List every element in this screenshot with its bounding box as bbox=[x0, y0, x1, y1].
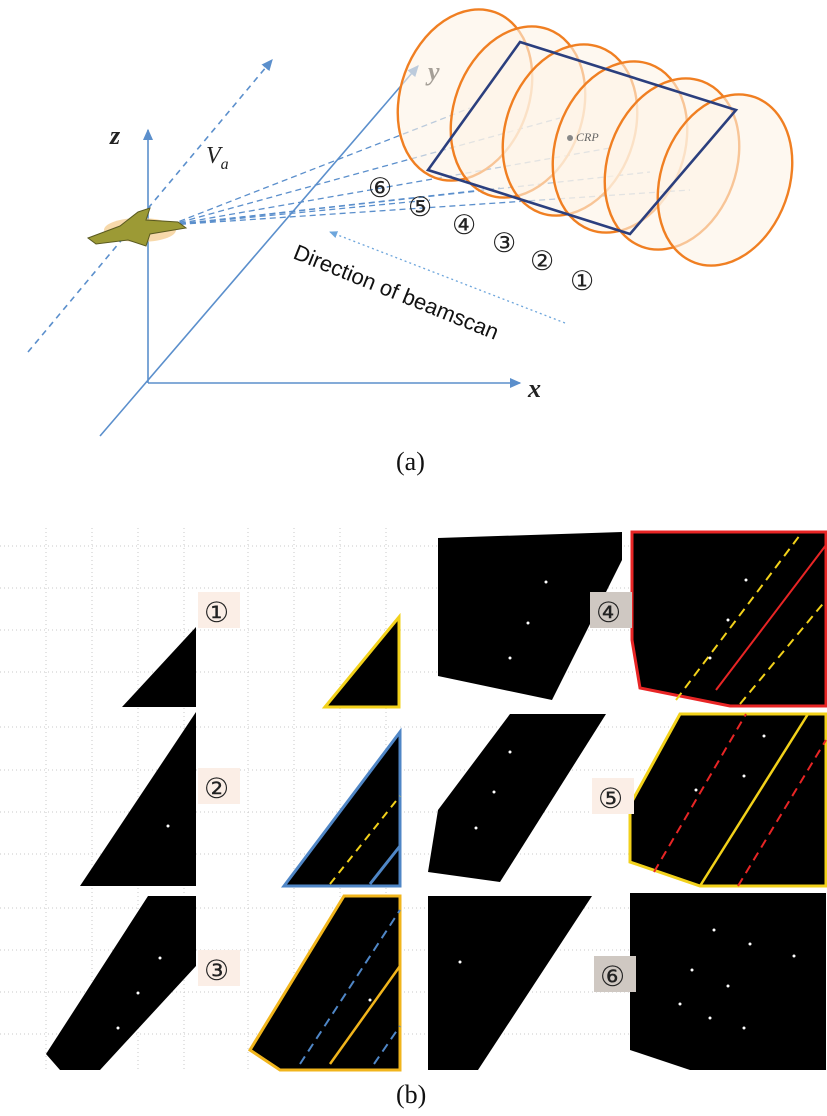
beamscan-direction-arrow bbox=[329, 231, 566, 324]
beam-marker-1: ① bbox=[570, 266, 594, 296]
caption-b: (b) bbox=[396, 1080, 426, 1109]
scene-2-right bbox=[280, 727, 402, 888]
velocity-label: Va bbox=[206, 143, 229, 173]
crp-point bbox=[567, 135, 573, 141]
scene-marker-5: ⑤ bbox=[598, 784, 623, 815]
scene-4-left bbox=[438, 532, 622, 700]
aircraft-icon bbox=[86, 207, 188, 247]
scene-1-right bbox=[321, 612, 401, 709]
beam-footprints bbox=[396, 8, 794, 267]
scene-3-right bbox=[247, 894, 402, 1072]
velocity-track-line bbox=[27, 59, 273, 353]
scene-marker-2: ② bbox=[204, 774, 229, 805]
y-axis bbox=[99, 65, 419, 437]
beamscan-direction-label: Direction of beamscan bbox=[290, 239, 502, 344]
scene-markers: ① ② ③ ④ ⑤ ⑥ bbox=[198, 592, 636, 993]
x-axis-label: x bbox=[527, 374, 541, 403]
beam-marker-5: ⑤ bbox=[408, 192, 432, 222]
scene-marker-6: ⑥ bbox=[600, 962, 625, 993]
crp-label: CRP bbox=[576, 130, 599, 144]
scene-5-right bbox=[628, 712, 827, 888]
panel-b: ① ② ③ ④ ⑤ ⑥ (b) bbox=[0, 528, 827, 1109]
beam-marker-2: ② bbox=[530, 246, 554, 276]
footprint-1 bbox=[656, 93, 794, 267]
panel-a: z y x Va Direction of beamscan bbox=[27, 8, 794, 476]
caption-a: (a) bbox=[396, 447, 425, 476]
beam-marker-4: ④ bbox=[452, 210, 476, 240]
scene-marker-1: ① bbox=[204, 598, 229, 629]
scatter-points bbox=[116, 578, 796, 1030]
beam-markers: ⑥ ⑤ ④ ③ ② ① bbox=[368, 173, 594, 296]
scene-1-left bbox=[122, 627, 196, 707]
beam-marker-6: ⑥ bbox=[368, 173, 392, 203]
scene-6-right bbox=[630, 893, 826, 1070]
scene-marker-4: ④ bbox=[596, 598, 621, 629]
beam-marker-3: ③ bbox=[492, 228, 516, 258]
imaging-area-rectangle bbox=[425, 40, 739, 236]
scene-5-left bbox=[428, 714, 606, 882]
scene-marker-3: ③ bbox=[204, 956, 229, 987]
scene-6-left bbox=[428, 896, 592, 1070]
scene-2-left bbox=[80, 712, 196, 886]
scene-3-left bbox=[46, 896, 196, 1070]
z-axis-label: z bbox=[109, 121, 121, 150]
